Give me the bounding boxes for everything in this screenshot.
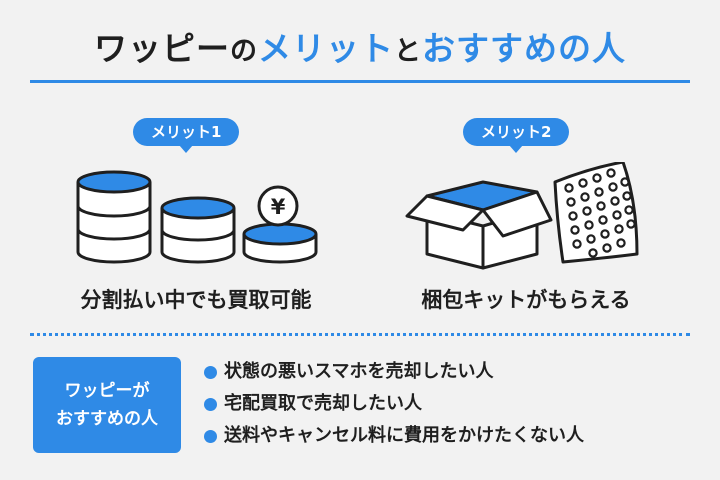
- merit-2-caption: 梱包キットがもらえる: [421, 288, 631, 312]
- bullet-dot-icon: [204, 430, 217, 443]
- list-item: 送料やキャンセル料に費用をかけたくない人: [204, 420, 584, 452]
- merit-1-badge: メリット1: [133, 118, 240, 153]
- recommend-list: 状態の悪いスマホを売却したい人 宅配買取で売却したい人 送料やキャンセル料に費用…: [204, 356, 584, 452]
- recommend-label-line2: おすすめの人: [56, 409, 158, 429]
- list-item: 状態の悪いスマホを売却したい人: [204, 356, 584, 388]
- title-brand: ワッピー: [94, 29, 230, 68]
- list-item-text: 状態の悪いスマホを売却したい人: [224, 361, 494, 382]
- list-item-text: 送料やキャンセル料に費用をかけたくない人: [224, 425, 584, 446]
- coin-stack-icon: ¥: [76, 170, 318, 264]
- merit-2-badge: メリット2: [463, 118, 570, 153]
- recommend-label-line1: ワッピーが: [64, 381, 150, 401]
- section-divider: [30, 333, 690, 336]
- list-item: 宅配買取で売却したい人: [204, 388, 584, 420]
- merit-1-caption: 分割払い中でも買取可能: [80, 288, 312, 312]
- title-merit: メリット: [258, 29, 394, 68]
- title-underline: [30, 80, 690, 83]
- yen-symbol: ¥: [271, 195, 286, 219]
- list-item-text: 宅配買取で売却したい人: [224, 393, 422, 414]
- packing-box-icon: [405, 162, 639, 270]
- title-particle-to: と: [394, 36, 422, 67]
- bullet-dot-icon: [204, 398, 217, 411]
- recommend-label: ワッピーが おすすめの人: [33, 357, 181, 453]
- page-title: ワッピーのメリットとおすすめの人: [0, 22, 720, 70]
- title-recommended: おすすめの人: [422, 29, 626, 68]
- bullet-dot-icon: [204, 366, 217, 379]
- title-particle-no: の: [230, 36, 258, 67]
